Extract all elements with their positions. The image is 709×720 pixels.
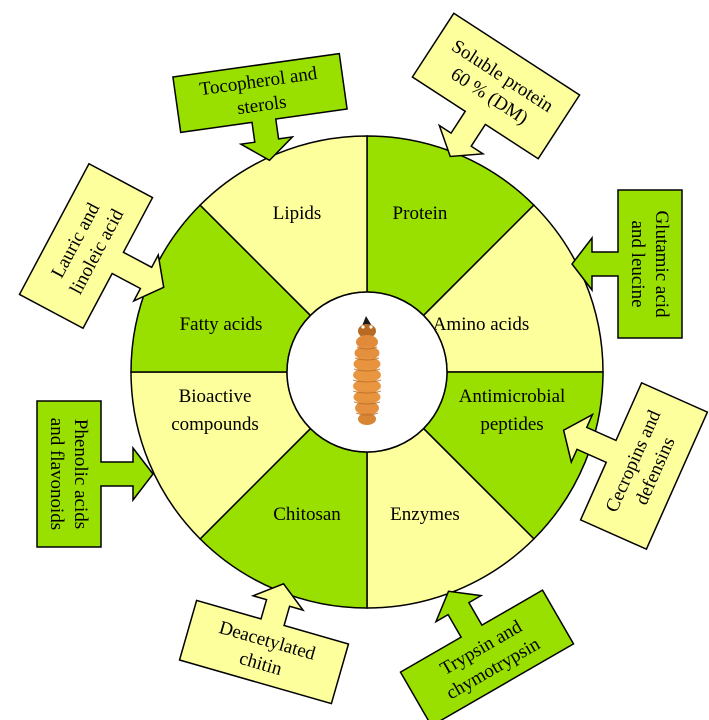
center-larva-image (287, 292, 447, 452)
segment-label-line: Bioactive (179, 386, 252, 407)
callout-label-line: and leucine (627, 220, 648, 307)
segment-label-line: Chitosan (273, 504, 341, 525)
segment-label-line: Antimicrobial (459, 386, 566, 407)
segment-label-line: Protein (393, 203, 448, 224)
segment-label-line: peptides (480, 414, 543, 435)
segment-label-fatty-acids: Fatty acids (180, 314, 263, 335)
segment-label-chitosan: Chitosan (273, 504, 341, 525)
segment-label-line: Fatty acids (180, 314, 263, 335)
callout-label-line: Phenolic acids (70, 419, 91, 529)
callout-label-line: Glutamic acid (651, 210, 672, 318)
callout-label-line: and flavonoids (46, 418, 67, 530)
segment-label-line: Amino acids (433, 314, 530, 335)
segment-label-line: Enzymes (390, 504, 460, 525)
segment-label-lipids: Lipids (273, 203, 322, 224)
segment-label-line: compounds (171, 414, 259, 435)
segment-label-amino-acids: Amino acids (433, 314, 530, 335)
callout-phenolic-flavonoids: Phenolic acidsand flavonoids (37, 401, 153, 547)
segment-label-line: Lipids (273, 203, 322, 224)
segment-label-protein: Protein (393, 203, 448, 224)
segment-label-enzymes: Enzymes (390, 504, 460, 525)
